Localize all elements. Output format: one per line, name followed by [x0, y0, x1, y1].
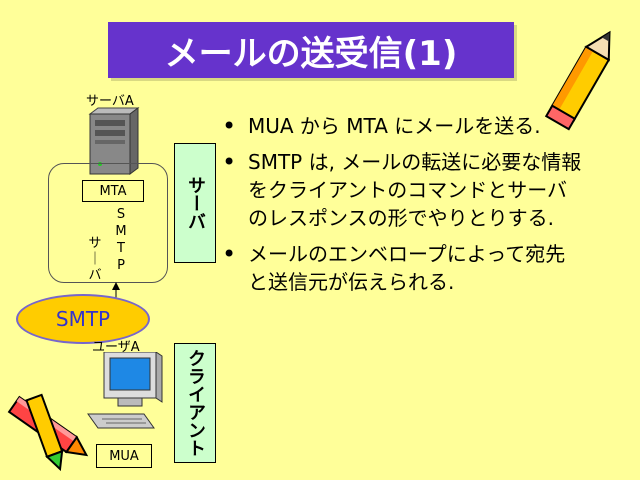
crayon-icon [7, 393, 89, 472]
bullet-text: SMTP は, メールの転送に必要な情報をクライアントのコマンドとサーバのレスポ… [248, 150, 582, 230]
smtp-oval-label: SMTP [55, 307, 111, 331]
mta-box: MTA [82, 180, 144, 202]
bullet-text: MUA から MTA にメールを送る. [248, 114, 541, 138]
bullet-item: • MUA から MTA にメールを送る. [222, 112, 582, 140]
server-box: サーバ [174, 143, 216, 263]
slide-title: メールの送受信(1) [108, 22, 514, 78]
computer-icon [87, 352, 163, 429]
bullet-list: • MUA から MTA にメールを送る. • SMTP は, メールの転送に必… [222, 112, 582, 304]
server-tower-icon [88, 107, 140, 175]
bullet-item: • SMTP は, メールの転送に必要な情報をクライアントのコマンドとサーバのレ… [222, 148, 582, 232]
smtp-oval: SMTP [16, 294, 150, 344]
smtp-vertical-label: S M T P [115, 207, 127, 273]
pencil-icon [544, 30, 611, 131]
client-box-label: クライアント [185, 349, 206, 457]
bullet-text: メールのエンベロープによって宛先と送信元が伝えられる. [248, 242, 566, 294]
bullet-dot: • [222, 112, 237, 140]
server-a-label: サーバA [86, 94, 134, 109]
server-box-label: サーバ [185, 176, 206, 230]
user-a-label: ユーザA [92, 340, 140, 355]
server-frame [48, 163, 168, 283]
mta-label: MTA [99, 183, 127, 199]
bullet-dot: • [222, 148, 237, 176]
bullet-dot: • [222, 240, 237, 268]
bullet-item: • メールのエンベロープによって宛先と送信元が伝えられる. [222, 240, 582, 296]
slide-title-text: メールの送受信(1) [164, 33, 458, 74]
mua-label: MUA [109, 448, 139, 464]
mua-box: MUA [96, 444, 152, 468]
client-box: クライアント [174, 343, 216, 463]
server-vertical-label: サ ｜ バ [88, 236, 102, 283]
